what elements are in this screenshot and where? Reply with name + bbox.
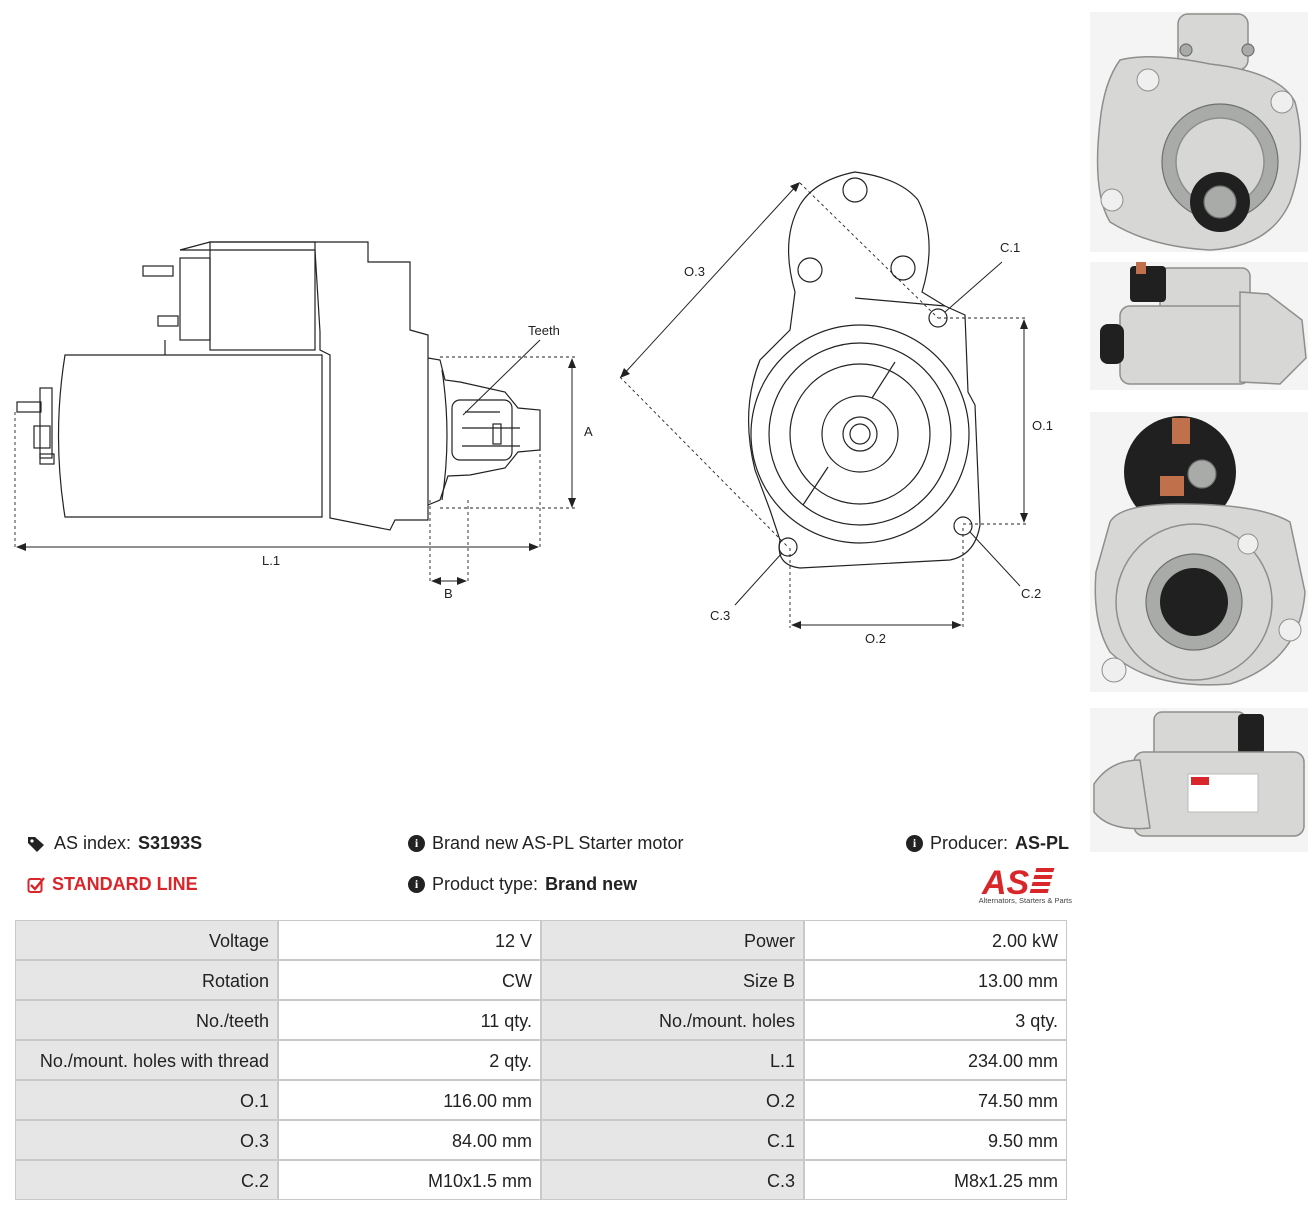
product-type-row: i Product type: Brand new: [408, 874, 637, 895]
standard-line-row: STANDARD LINE: [27, 874, 198, 895]
info-icon: i: [408, 835, 425, 852]
spec-label: O.3: [15, 1120, 279, 1160]
product-photo-side-view[interactable]: [1090, 262, 1308, 390]
spec-label: No./teeth: [15, 1000, 279, 1040]
as-index-value: S3193S: [138, 833, 203, 853]
as-index-label: AS index:: [54, 833, 132, 853]
label-c3: C.3: [710, 608, 730, 623]
technical-drawing: Teeth A L.1 B O.3 C.1 O.1 C.2 C.3 O.2: [14, 171, 1053, 646]
description-row: i Brand new AS-PL Starter motor: [408, 833, 683, 854]
info-icon: i: [408, 876, 425, 893]
label-o3: O.3: [684, 264, 705, 279]
drive-nose-outline: [427, 357, 541, 506]
product-photo-flange-view[interactable]: [1090, 12, 1308, 252]
spec-value: 2.00 kW: [804, 920, 1067, 960]
label-a: A: [584, 424, 593, 439]
spec-value: 2 qty.: [278, 1040, 541, 1080]
label-b: B: [444, 586, 453, 601]
motor-body-outline: [57, 354, 323, 518]
spec-label: No./mount. holes with thread: [15, 1040, 279, 1080]
spec-label: C.1: [540, 1120, 805, 1160]
standard-line-label: STANDARD LINE: [52, 874, 198, 894]
checkbox-icon: [27, 876, 45, 893]
as-pl-logo: AS: [981, 864, 1055, 902]
spec-value: 234.00 mm: [804, 1040, 1067, 1080]
label-o2: O.2: [865, 631, 886, 646]
producer-value: AS-PL: [1015, 833, 1070, 853]
spec-value: M8x1.25 mm: [804, 1160, 1067, 1200]
flange-outline: [747, 171, 981, 569]
spec-label: O.1: [15, 1080, 279, 1120]
spec-value: 116.00 mm: [278, 1080, 541, 1120]
spec-value: 12 V: [278, 920, 541, 960]
spec-value: 3 qty.: [804, 1000, 1067, 1040]
spec-label: Power: [540, 920, 805, 960]
label-c1: C.1: [1000, 240, 1020, 255]
product-photo-terminal-view[interactable]: [1090, 412, 1308, 692]
spec-value: 13.00 mm: [804, 960, 1067, 1000]
spec-label: Voltage: [15, 920, 279, 960]
producer-label: Producer:: [930, 833, 1009, 853]
product-description: Brand new AS-PL Starter motor: [432, 833, 684, 853]
solenoid-outline: [179, 241, 429, 531]
label-l1: L.1: [262, 553, 280, 568]
product-type-value: Brand new: [545, 874, 638, 894]
label-teeth: Teeth: [528, 323, 560, 338]
spec-value: 9.50 mm: [804, 1120, 1067, 1160]
spec-value: 74.50 mm: [804, 1080, 1067, 1120]
logo-tagline: Alternators, Starters & Parts: [978, 896, 1072, 905]
spec-value: M10x1.5 mm: [278, 1160, 541, 1200]
spec-label: O.2: [540, 1080, 805, 1120]
spec-value: CW: [278, 960, 541, 1000]
label-o1: O.1: [1032, 418, 1053, 433]
product-photo-label-view[interactable]: [1090, 708, 1308, 852]
spec-label: Size B: [540, 960, 805, 1000]
as-index-row: AS index: S3193S: [27, 833, 202, 854]
spec-label: No./mount. holes: [540, 1000, 805, 1040]
producer-row: i Producer: AS-PL: [906, 833, 1069, 854]
logo-text: AS: [981, 864, 1030, 902]
spec-label: Rotation: [15, 960, 279, 1000]
info-icon: i: [906, 835, 923, 852]
spec-value: 84.00 mm: [278, 1120, 541, 1160]
spec-label: C.3: [540, 1160, 805, 1200]
spec-label: L.1: [540, 1040, 805, 1080]
label-c2: C.2: [1021, 586, 1041, 601]
product-type-label: Product type:: [432, 874, 539, 894]
spec-value: 11 qty.: [278, 1000, 541, 1040]
tags-icon: [28, 836, 44, 852]
spec-label: C.2: [15, 1160, 279, 1200]
